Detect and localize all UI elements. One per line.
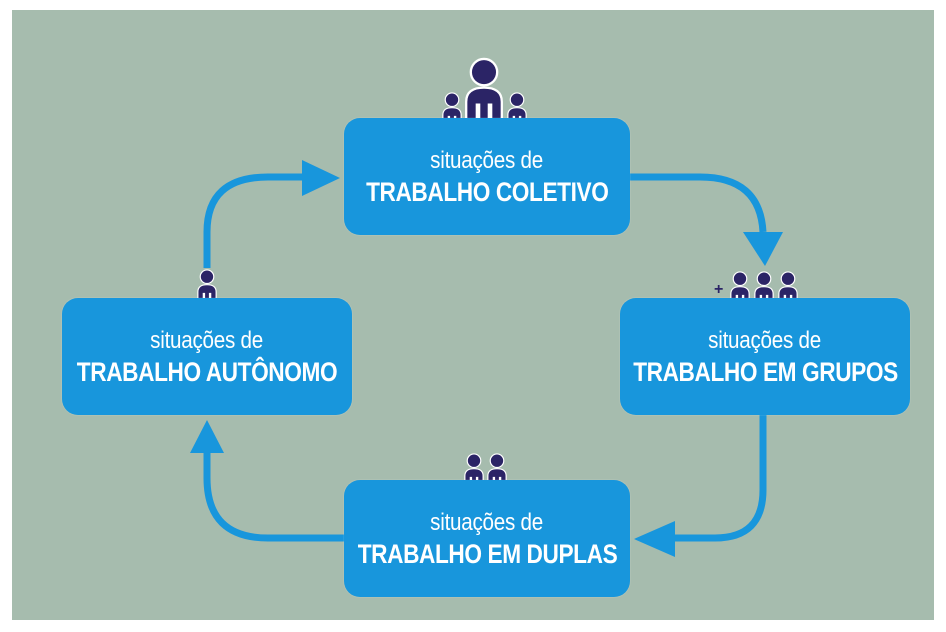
stage-trabalho-em-duplas: situações de TRABALHO EM DUPLAS	[344, 480, 630, 597]
stage-subtitle: situações de	[150, 326, 264, 354]
arrow-duplas-to-autonomo	[203, 452, 344, 542]
arrow-coletivo-to-grupos	[630, 173, 767, 233]
stage-title: TRABALHO AUTÔNOMO	[76, 356, 338, 387]
stage-title: TRABALHO EM GRUPOS	[632, 356, 898, 387]
stage-trabalho-em-grupos: situações de TRABALHO EM GRUPOS	[620, 298, 910, 415]
stage-subtitle: situações de	[430, 508, 544, 536]
stage-title: TRABALHO EM DUPLAS	[357, 538, 617, 569]
stage-trabalho-coletivo: situações de TRABALHO COLETIVO	[344, 118, 630, 235]
arrow-autonomo-to-coletivo	[203, 173, 304, 268]
arrowhead-coletivo	[302, 160, 340, 196]
plus-sign: +	[714, 281, 724, 298]
stage-trabalho-autonomo: situações de TRABALHO AUTÔNOMO	[62, 298, 352, 415]
arrowhead-duplas	[634, 521, 675, 557]
arrowhead-grupos	[743, 232, 783, 266]
stage-subtitle: situações de	[708, 326, 822, 354]
stage-title: TRABALHO COLETIVO	[365, 176, 609, 207]
teacher-with-students-icon	[442, 60, 527, 128]
arrow-grupos-to-duplas	[672, 415, 767, 542]
arrowhead-autonomo	[190, 420, 224, 453]
stage-subtitle: situações de	[430, 146, 544, 174]
